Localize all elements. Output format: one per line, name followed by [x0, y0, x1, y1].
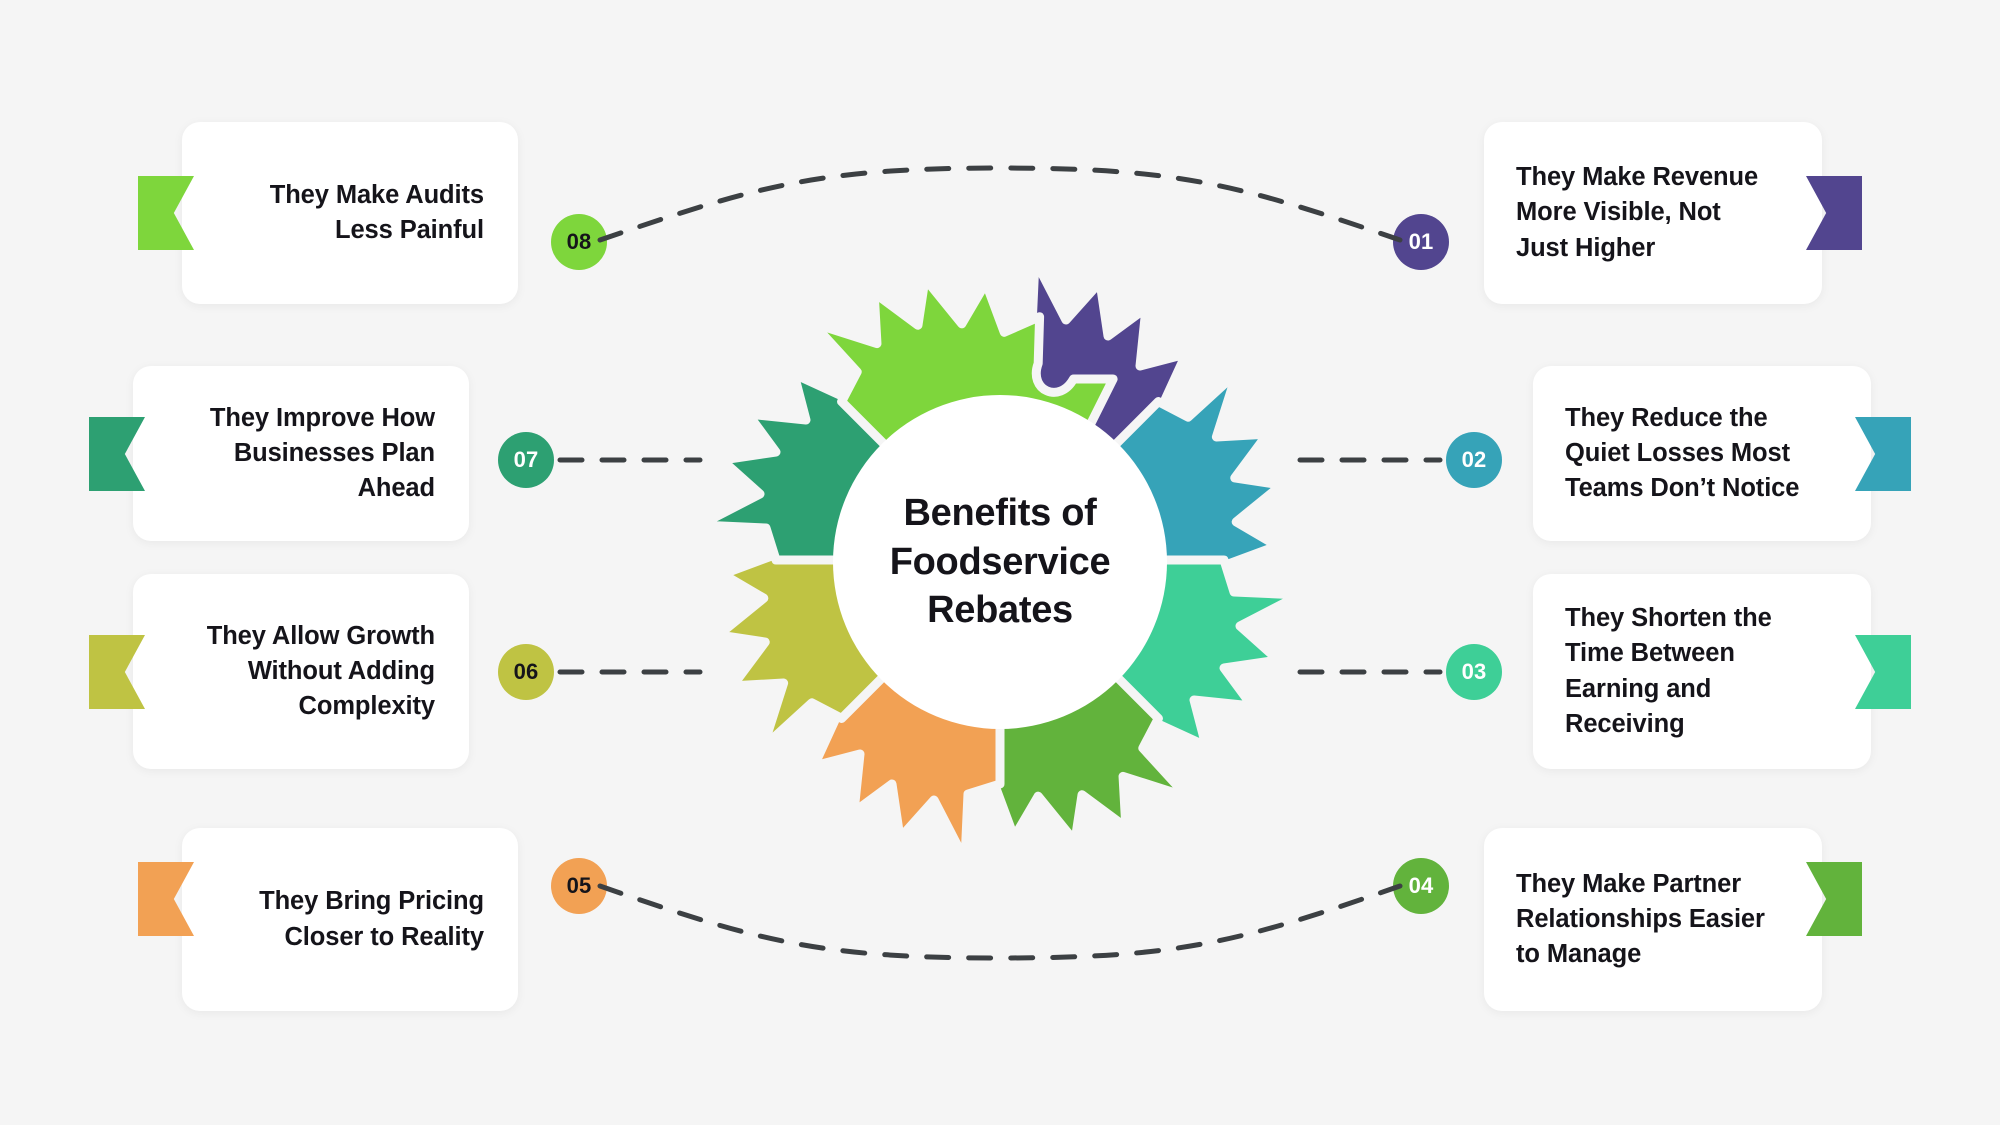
badge-01[interactable]: 01 [1393, 214, 1449, 270]
badge-03[interactable]: 03 [1446, 644, 1502, 700]
card-03-text: They Shorten the Time Between Earning an… [1565, 604, 1772, 738]
card-04[interactable]: They Make Partner Relationships Easier t… [1484, 828, 1822, 1011]
connector-path-bottom [597, 883, 1403, 961]
card-07-text: They Improve How Businesses Plan Ahead [209, 403, 435, 503]
badge-07[interactable]: 07 [498, 432, 554, 488]
card-08-text: They Make Audits Less Painful [269, 180, 484, 244]
badge-06-label: 06 [513, 659, 539, 684]
badge-06[interactable]: 06 [498, 644, 554, 700]
badge-03-label: 03 [1461, 659, 1487, 684]
badge-07-label: 07 [513, 447, 539, 472]
card-01[interactable]: They Make Revenue More Visible, Not Just… [1484, 122, 1822, 304]
card-02-text: They Reduce the Quiet Losses Most Teams … [1565, 403, 1800, 503]
card-02[interactable]: They Reduce the Quiet Losses Most Teams … [1533, 366, 1871, 541]
card-05-text: They Bring Pricing Closer to Reality [259, 887, 484, 951]
badge-04-label: 04 [1408, 873, 1434, 898]
center-hub: Benefits of Foodservice Rebates [833, 395, 1167, 729]
badge-08-label: 08 [566, 229, 592, 254]
center-title: Benefits of Foodservice Rebates [889, 492, 1111, 632]
card-08[interactable]: They Make Audits Less Painful [182, 122, 518, 304]
badge-01-label: 01 [1408, 229, 1434, 254]
card-03[interactable]: They Shorten the Time Between Earning an… [1533, 574, 1871, 769]
card-06-text: They Allow Growth Without Adding Complex… [206, 621, 435, 721]
badge-08[interactable]: 08 [551, 214, 607, 270]
badge-02-label: 02 [1461, 447, 1487, 472]
card-01-text: They Make Revenue More Visible, Not Just… [1516, 163, 1759, 262]
card-06[interactable]: They Allow Growth Without Adding Complex… [133, 574, 469, 769]
card-07[interactable]: They Improve How Businesses Plan Ahead [133, 366, 469, 541]
connector-path-top [597, 165, 1403, 243]
badge-05-label: 05 [566, 873, 592, 898]
card-05[interactable]: They Bring Pricing Closer to Reality [182, 828, 518, 1011]
badge-02[interactable]: 02 [1446, 432, 1502, 488]
card-04-text: They Make Partner Relationships Easier t… [1516, 869, 1765, 969]
